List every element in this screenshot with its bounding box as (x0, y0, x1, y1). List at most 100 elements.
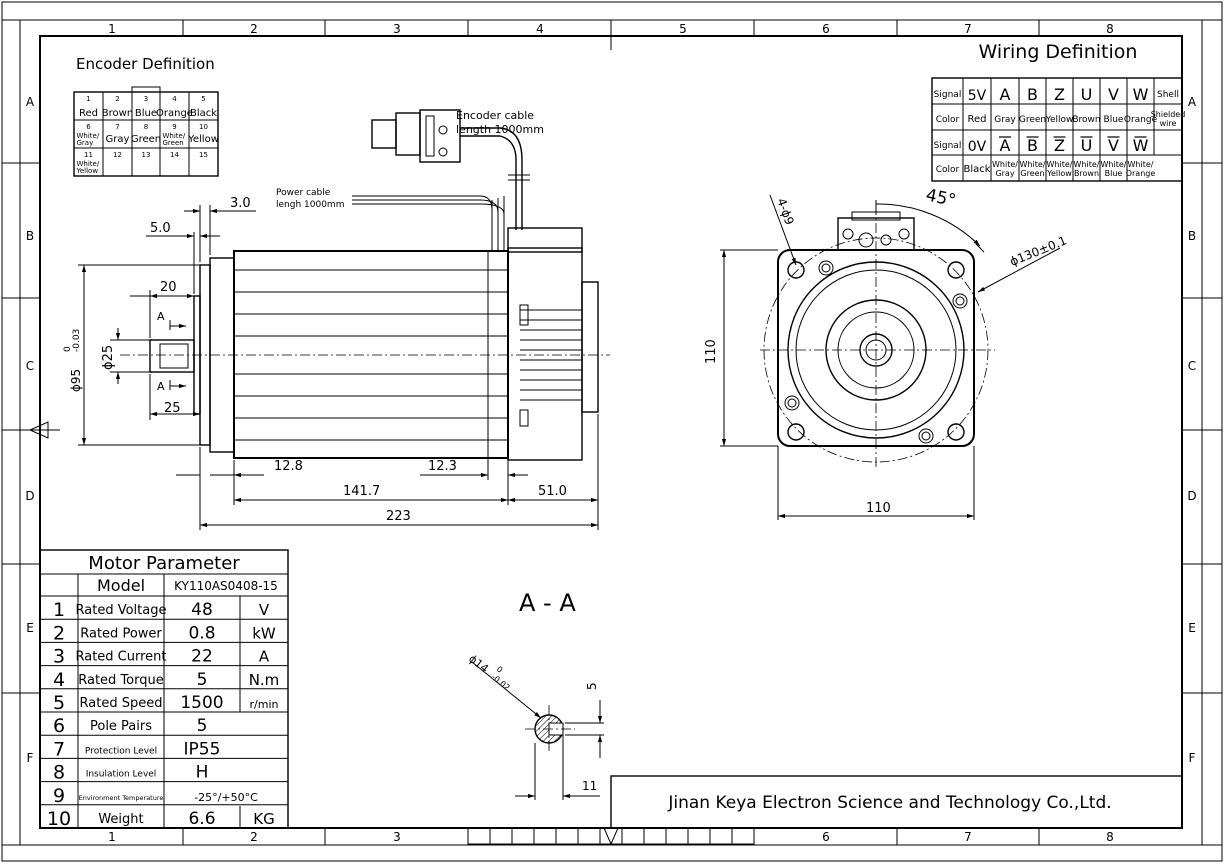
wiring-cell: B (1027, 136, 1038, 155)
wiring-title: Wiring Definition (979, 41, 1138, 63)
col-label: 2 (250, 830, 258, 844)
encoder-cell: 2 (115, 95, 119, 103)
dim-key-5: 5 (585, 682, 599, 690)
param-name: Rated Current (75, 650, 166, 665)
param-table-title: Motor Parameter (88, 553, 240, 574)
dim-12-3: 12.3 (428, 459, 457, 474)
title-block: Jinan Keya Electron Science and Technolo… (610, 775, 1183, 829)
dim-110-horizontal: 110 (866, 501, 891, 516)
param-value: 0.8 (188, 623, 215, 643)
param-no: 4 (53, 669, 65, 691)
encoder-cell: 4 (172, 95, 177, 103)
row-label: E (26, 621, 34, 635)
encoder-cell: 1 (86, 95, 90, 103)
encoder-cell: Brown (102, 108, 133, 119)
param-name: Weight (98, 812, 143, 827)
param-no: 6 (53, 715, 65, 737)
wiring-cell: W (1133, 85, 1149, 104)
wiring-cell: Orange (1126, 169, 1156, 178)
encoder-cell: White/ (77, 160, 100, 168)
wiring-cell: Signal (934, 90, 962, 100)
encoder-cell: Green (163, 139, 184, 147)
param-no: 3 (53, 646, 65, 668)
dim-25-shaft: 25 (164, 401, 181, 416)
param-unit: r/min (250, 698, 279, 711)
wiring-cell: Z (1054, 136, 1065, 155)
col-label: 6 (822, 22, 830, 36)
wiring-cell: Color (936, 165, 960, 175)
wiring-cell: Shell (1157, 90, 1179, 100)
section-title: A - A (519, 589, 576, 617)
param-name: Environment Temperature (79, 794, 164, 802)
encoder-title: Encoder Definition (76, 55, 215, 73)
param-unit: KG (253, 810, 274, 828)
param-name: Rated Voltage (76, 603, 167, 618)
param-name: Rated Speed (80, 696, 163, 711)
wiring-cell: White/ (1047, 160, 1073, 169)
wiring-cell: Shielded (1151, 110, 1186, 119)
wiring-cell: Green (1019, 115, 1046, 125)
encoder-cell: Black (190, 108, 217, 119)
col-label: 8 (1106, 22, 1114, 36)
wiring-cell: A (1000, 85, 1011, 104)
col-label: 7 (964, 22, 972, 36)
param-value: 48 (191, 600, 213, 620)
col-label: 3 (393, 22, 401, 36)
col-label: 1 (108, 22, 116, 36)
param-value: 22 (191, 647, 213, 667)
col-label: 5 (679, 22, 687, 36)
wiring-cell: Black (963, 164, 990, 175)
power-cable-label: Power cable (276, 188, 331, 198)
dim-phi25: ϕ25 (101, 345, 116, 370)
param-value: 5 (197, 670, 208, 690)
param-model-value: KY110AS0408-15 (174, 579, 278, 593)
param-value: -25°/+50°C (194, 791, 258, 804)
encoder-cell: 9 (172, 123, 176, 131)
col-label: 3 (393, 830, 401, 844)
row-label: A (1188, 95, 1197, 109)
dim-phi95-tol-upper: 0 (63, 346, 73, 352)
col-label: 4 (536, 22, 544, 36)
encoder-cell: 6 (86, 123, 91, 131)
encoder-cell: White/ (163, 132, 186, 140)
param-name: Rated Torque (78, 673, 163, 688)
param-value: IP55 (184, 739, 221, 759)
param-no: 10 (47, 808, 71, 830)
wiring-cell: Color (936, 115, 960, 125)
wiring-cell: U (1081, 136, 1093, 155)
encoder-cell: 3 (144, 95, 148, 103)
wiring-cell: V (1108, 136, 1119, 155)
wiring-cell: Blue (1105, 169, 1123, 178)
row-label: C (1188, 359, 1196, 373)
param-unit: N.m (249, 671, 280, 689)
encoder-cell: White/ (77, 132, 100, 140)
wiring-cell: Yellow (1046, 169, 1072, 178)
encoder-cell: Yellow (76, 167, 99, 175)
param-no: 2 (53, 622, 65, 644)
encoder-cell: 8 (144, 123, 148, 131)
wiring-cell: Signal (934, 141, 962, 151)
col-label: 2 (250, 22, 258, 36)
encoder-cell: Blue (135, 108, 157, 119)
dim-key-11: 11 (582, 779, 597, 793)
dim-223: 223 (386, 509, 411, 524)
encoder-cell: 5 (201, 95, 205, 103)
company-name: Jinan Keya Electron Science and Technolo… (667, 793, 1111, 813)
encoder-cell: Gray (106, 134, 130, 145)
param-unit: A (259, 648, 270, 666)
dim-45-deg: 45° (924, 185, 958, 211)
row-label: D (25, 489, 34, 503)
param-unit: kW (252, 624, 276, 642)
wiring-cell: 5V (968, 88, 987, 104)
col-label: 1 (108, 830, 116, 844)
dim-51-0: 51.0 (538, 484, 567, 499)
encoder-cell: Green (131, 134, 161, 145)
dim-3-0: 3.0 (230, 196, 251, 211)
section-view: A - A ϕ14 0 -0.02 5 11 (466, 589, 604, 800)
row-label: F (27, 751, 34, 765)
param-name: Protection Level (85, 746, 157, 756)
wiring-cell: White/ (1128, 160, 1154, 169)
